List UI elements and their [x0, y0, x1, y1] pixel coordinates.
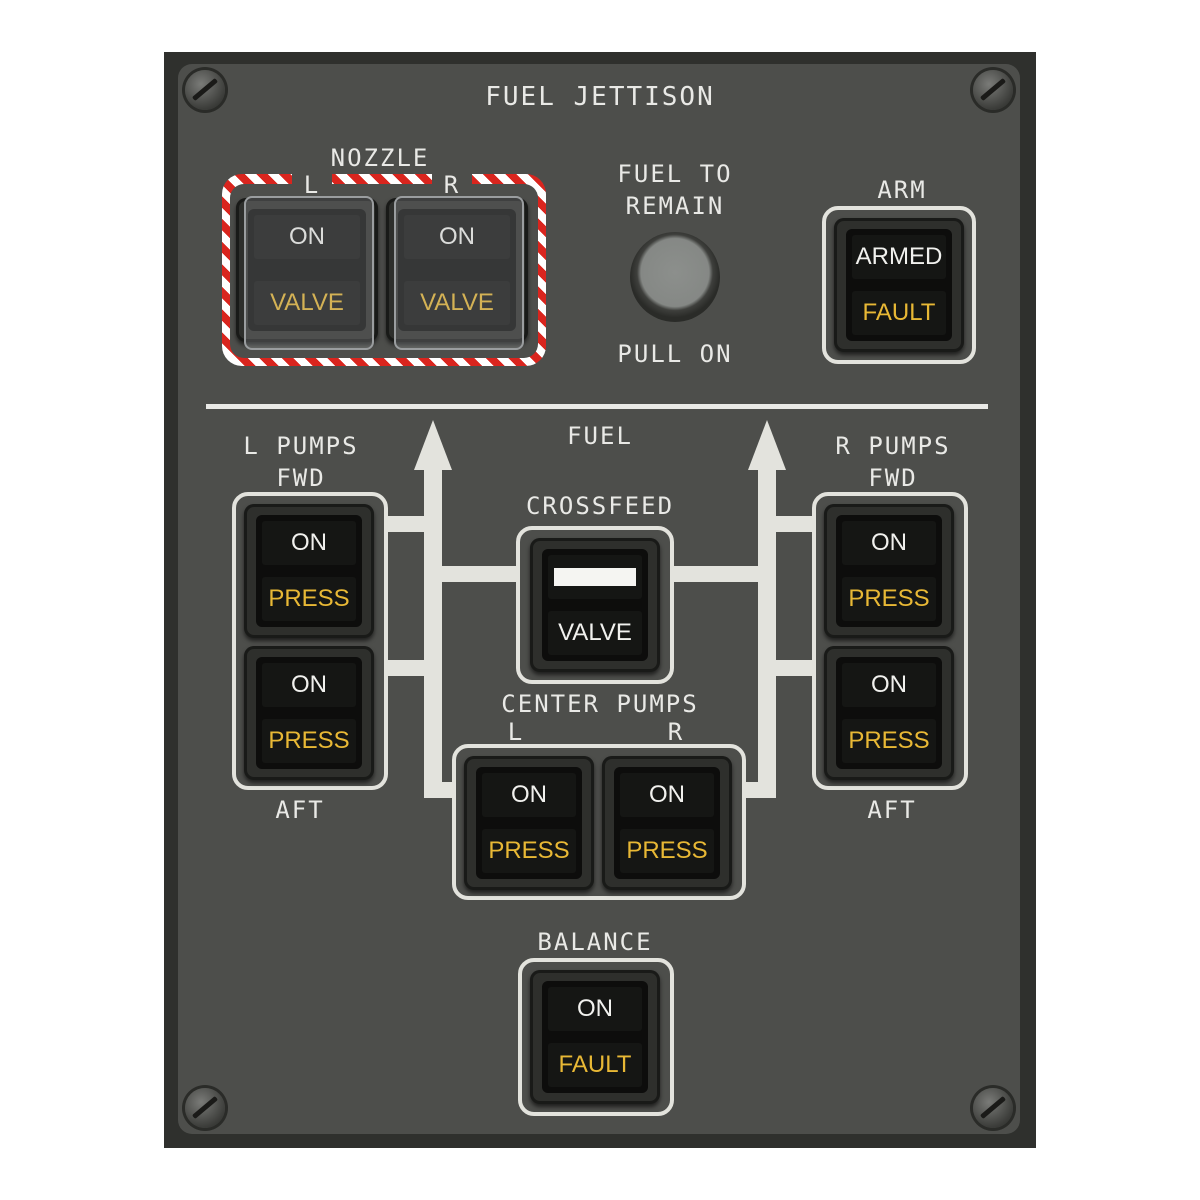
right-fwd-press-legend: PRESS [842, 577, 936, 621]
right-nozzle-guard[interactable] [394, 196, 524, 350]
crossfeed-valve-button[interactable]: VALVE [530, 538, 660, 672]
balance-label: BALANCE [537, 928, 653, 956]
center-left-pump-button[interactable]: ON PRESS [464, 756, 594, 890]
left-nozzle-valve-button[interactable]: ON VALVE [236, 198, 378, 342]
balance-on-legend: ON [548, 987, 642, 1031]
arm-fault-legend: FAULT [852, 291, 946, 335]
fuel-section-label: FUEL [567, 422, 633, 450]
screw-icon [973, 70, 1013, 110]
nozzle-right-label: R [432, 173, 472, 197]
left-aft-pump-button[interactable]: ON PRESS [244, 646, 374, 780]
right-fwd-on-legend: ON [842, 521, 936, 565]
left-nozzle-on-legend: ON [254, 215, 360, 259]
left-aft-on-legend: ON [262, 663, 356, 707]
screw-icon [973, 1088, 1013, 1128]
nozzle-left-label: L [292, 173, 332, 197]
balance-fault-legend: FAULT [548, 1043, 642, 1087]
screw-icon [185, 70, 225, 110]
arm-button[interactable]: ARMED FAULT [834, 218, 964, 352]
section-divider [206, 404, 988, 409]
panel-title: FUEL JETTISON [485, 82, 715, 112]
center-right-on-legend: ON [620, 773, 714, 817]
left-arrow-icon [414, 420, 452, 470]
right-aft-label: AFT [867, 796, 917, 824]
fuel-to-remain-knob[interactable] [630, 232, 720, 322]
nozzle-label: NOZZLE [330, 144, 430, 172]
right-nozzle-on-legend: ON [404, 215, 510, 259]
center-left-press-legend: PRESS [482, 829, 576, 873]
left-nozzle-valve-legend: VALVE [254, 281, 360, 325]
screw-icon [185, 1088, 225, 1128]
center-left-label: L [507, 718, 525, 746]
fuel-to-remain-label-1: FUEL TO [617, 160, 733, 188]
left-fwd-on-legend: ON [262, 521, 356, 565]
right-aft-press-legend: PRESS [842, 719, 936, 763]
right-aft-pump-button[interactable]: ON PRESS [824, 646, 954, 780]
balance-button[interactable]: ON FAULT [530, 970, 660, 1104]
left-pumps-fwd-label: FWD [276, 464, 326, 492]
left-pumps-label: L PUMPS [243, 432, 359, 460]
crossfeed-label: CROSSFEED [525, 492, 675, 520]
crossfeed-flow-bar [548, 555, 642, 599]
center-right-pump-button[interactable]: ON PRESS [602, 756, 732, 890]
right-aft-on-legend: ON [842, 663, 936, 707]
right-pumps-label: R PUMPS [835, 432, 951, 460]
left-fwd-pump-button[interactable]: ON PRESS [244, 504, 374, 638]
arm-label: ARM [877, 176, 927, 204]
right-arrow-icon [748, 420, 786, 470]
right-fwd-pump-button[interactable]: ON PRESS [824, 504, 954, 638]
center-right-press-legend: PRESS [620, 829, 714, 873]
center-right-label: R [667, 718, 685, 746]
fuel-to-remain-label-2: REMAIN [625, 192, 725, 220]
left-aft-label: AFT [275, 796, 325, 824]
right-nozzle-valve-button[interactable]: ON VALVE [386, 198, 528, 342]
right-pumps-fwd-label: FWD [868, 464, 918, 492]
crossfeed-valve-legend: VALVE [548, 611, 642, 655]
pull-on-label: PULL ON [617, 340, 733, 368]
left-nozzle-guard[interactable] [244, 196, 374, 350]
center-left-on-legend: ON [482, 773, 576, 817]
left-aft-press-legend: PRESS [262, 719, 356, 763]
left-fwd-press-legend: PRESS [262, 577, 356, 621]
left-feed-line [424, 468, 442, 798]
right-nozzle-valve-legend: VALVE [404, 281, 510, 325]
armed-legend: ARMED [852, 235, 946, 279]
right-feed-line [758, 468, 776, 798]
center-pumps-label: CENTER PUMPS [501, 690, 699, 718]
